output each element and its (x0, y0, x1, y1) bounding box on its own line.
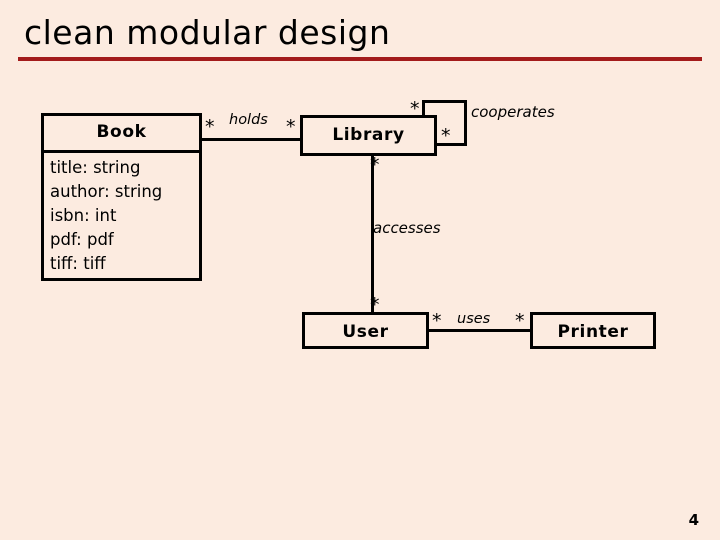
association-label-cooperates: cooperates (471, 103, 555, 121)
attribute-row: title: string (50, 158, 141, 177)
multiplicity-cooperates-top: * (410, 98, 420, 120)
association-line-cooperates-segment-top[interactable] (422, 100, 467, 103)
class-box-user[interactable]: User (302, 312, 429, 349)
class-name-library: Library (332, 125, 405, 145)
multiplicity-cooperates-bottom: * (441, 125, 451, 147)
page-title: clean modular design (24, 13, 391, 52)
attribute-row: author: string (50, 182, 163, 201)
association-label-uses: uses (457, 311, 491, 327)
title-underline-rule (18, 57, 702, 61)
class-box-library[interactable]: Library (300, 115, 437, 156)
multiplicity-holds-library: * (286, 116, 296, 138)
class-box-book[interactable]: Book title: string author: string isbn: … (41, 113, 202, 281)
class-name-printer: Printer (557, 322, 629, 342)
class-box-printer[interactable]: Printer (530, 312, 656, 349)
multiplicity-holds-book: * (205, 116, 215, 138)
class-name-book: Book (44, 116, 199, 153)
attribute-compartment-book: title: string author: string isbn: int p… (44, 153, 199, 280)
association-line-cooperates-segment-right[interactable] (464, 100, 467, 146)
multiplicity-uses-user: * (432, 310, 442, 332)
association-line-holds[interactable] (200, 138, 302, 141)
page-number: 4 (688, 511, 699, 529)
association-label-accesses: accesses (373, 219, 441, 237)
multiplicity-accesses-user: * (370, 294, 380, 316)
association-label-holds: holds (229, 112, 268, 128)
multiplicity-uses-printer: * (515, 310, 525, 332)
attribute-row: pdf: pdf (50, 230, 114, 249)
association-line-cooperates-segment-bottom[interactable] (434, 143, 467, 146)
association-line-accesses[interactable] (371, 154, 374, 314)
association-line-uses[interactable] (427, 329, 532, 332)
class-name-user: User (342, 322, 389, 342)
multiplicity-accesses-library: * (370, 154, 380, 176)
attribute-row: isbn: int (50, 206, 117, 225)
association-line-cooperates-segment-up[interactable] (422, 100, 425, 118)
attribute-row: tiff: tiff (50, 254, 106, 273)
